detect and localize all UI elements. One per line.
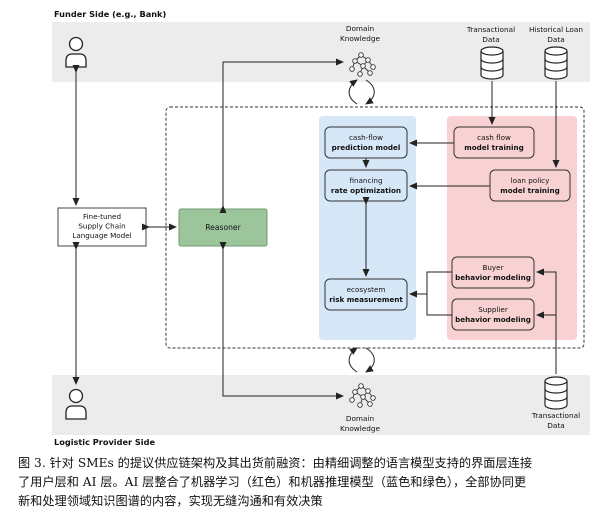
database-icon: [544, 46, 568, 80]
knowledge-graph-icon: [349, 383, 376, 408]
reasoner-label: Reasoner: [205, 223, 241, 232]
logistic-user-icon: [65, 388, 87, 420]
connectors: [72, 58, 560, 400]
funder-user-icon: [65, 36, 87, 68]
database-icon: [480, 46, 504, 80]
knowledge-graph-icon: [349, 52, 376, 77]
database-icon: [544, 376, 568, 410]
logistic-band: [52, 375, 590, 435]
figure-caption: 图 3. 针对 SMEs 的提议供应链架构及其出货前融资：由精细调整的语言模型支…: [18, 454, 588, 511]
logistic-band-label: Logistic Provider Side: [54, 437, 155, 447]
caption-line: 新和处理领域知识图谱的内容，实现无缝沟通和有效决策: [18, 494, 323, 508]
architecture-diagram: Funder Side (e.g., Bank) Logistic Provid…: [52, 9, 590, 447]
funder-band-label: Funder Side (e.g., Bank): [54, 9, 166, 19]
caption-line: 图 3. 针对 SMEs 的提议供应链架构及其出货前融资：由精细调整的语言模型支…: [18, 456, 533, 470]
caption-line: 了用户层和 AI 层。AI 层整合了机器学习（红色）和机器推理模型（蓝色和绿色）…: [18, 475, 527, 489]
language-model-box: [57, 207, 147, 247]
